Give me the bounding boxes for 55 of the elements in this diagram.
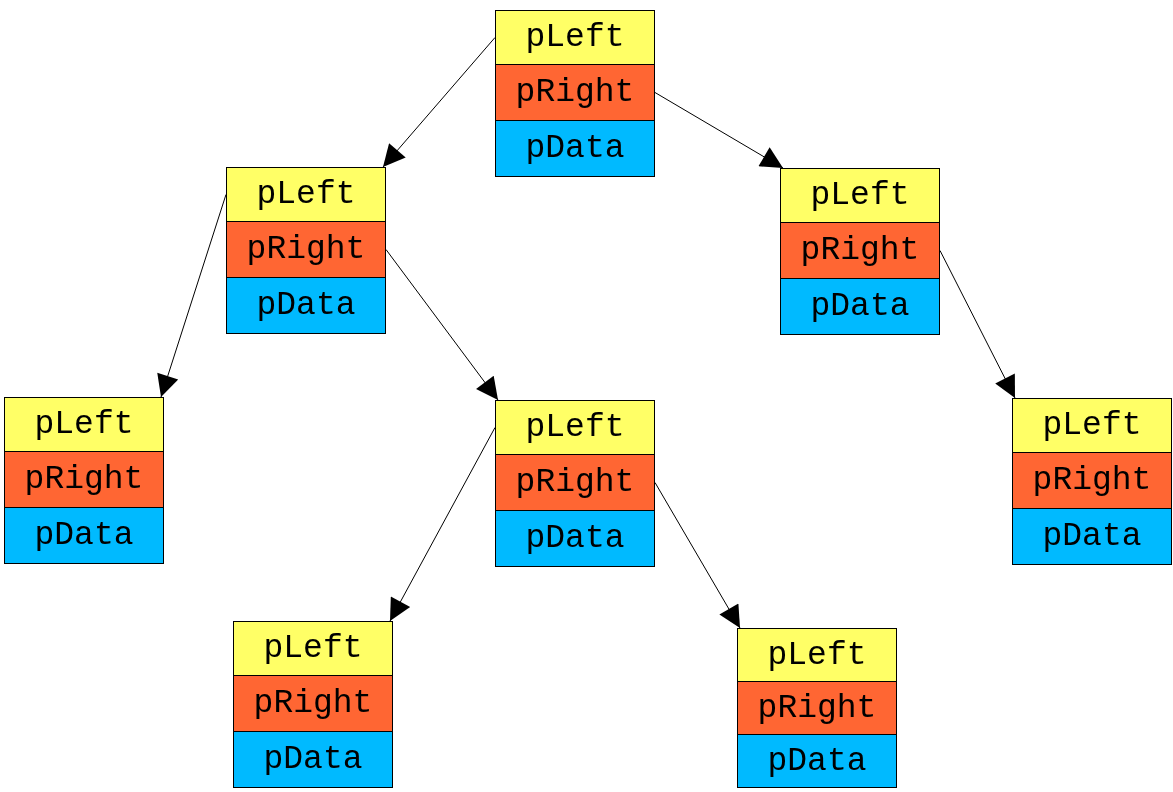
arrow — [157, 194, 227, 398]
pointer-field-cell — [495, 120, 655, 177]
field-label: pLeft — [525, 409, 625, 446]
field-label: pRight — [246, 231, 366, 268]
field-label: pLeft — [525, 19, 625, 56]
field-label: pData — [1042, 518, 1142, 555]
field-label: pRight — [253, 685, 373, 722]
pointer-field-cell — [226, 221, 386, 278]
arrow — [385, 249, 499, 401]
pointer-field-cell — [495, 10, 655, 65]
field-label: pLeft — [34, 406, 134, 443]
pointer-field-cell — [495, 64, 655, 121]
pointer-field-cell — [1012, 398, 1172, 453]
pointer-field-cell — [737, 628, 897, 682]
pointer-field-cell — [233, 731, 393, 788]
pointer-field-cell — [4, 451, 164, 508]
pointer-field-cell — [495, 510, 655, 567]
pointer-field-cell — [780, 222, 940, 279]
field-label: pRight — [515, 464, 635, 501]
field-label: pData — [525, 130, 625, 167]
field-label: pLeft — [810, 177, 910, 214]
field-label: pData — [810, 288, 910, 325]
field-label: pRight — [1032, 462, 1152, 499]
field-label: pLeft — [263, 630, 363, 667]
pointer-field-cell — [780, 278, 940, 335]
pointer-field-cell — [233, 621, 393, 676]
field-label: pLeft — [256, 176, 356, 213]
field-label: pLeft — [1042, 407, 1142, 444]
pointer-field-cell — [4, 507, 164, 564]
pointer-field-cell — [737, 681, 897, 735]
arrow — [939, 250, 1016, 399]
pointer-field-cell — [226, 277, 386, 334]
pointer-field-cell — [495, 454, 655, 511]
field-label: pData — [767, 742, 867, 780]
arrow — [389, 427, 496, 622]
field-label: pRight — [757, 689, 877, 727]
arrow — [382, 37, 496, 168]
pointer-field-cell — [1012, 452, 1172, 509]
pointer-field-cell — [495, 400, 655, 455]
field-label: pRight — [515, 74, 635, 111]
pointer-field-cell — [233, 675, 393, 732]
pointer-field-cell — [1012, 508, 1172, 565]
pointer-field-cell — [4, 397, 164, 452]
pointer-field-cell — [780, 168, 940, 223]
arrow — [654, 482, 741, 629]
field-label: pRight — [800, 232, 920, 269]
pointer-field-cell — [226, 167, 386, 222]
pointer-field-cell — [737, 734, 897, 788]
arrow — [654, 92, 784, 169]
field-label: pRight — [24, 461, 144, 498]
field-label: pLeft — [767, 636, 867, 674]
field-label: pData — [525, 520, 625, 557]
field-label: pData — [34, 517, 134, 554]
field-label: pData — [256, 287, 356, 324]
field-label: pData — [263, 741, 363, 778]
